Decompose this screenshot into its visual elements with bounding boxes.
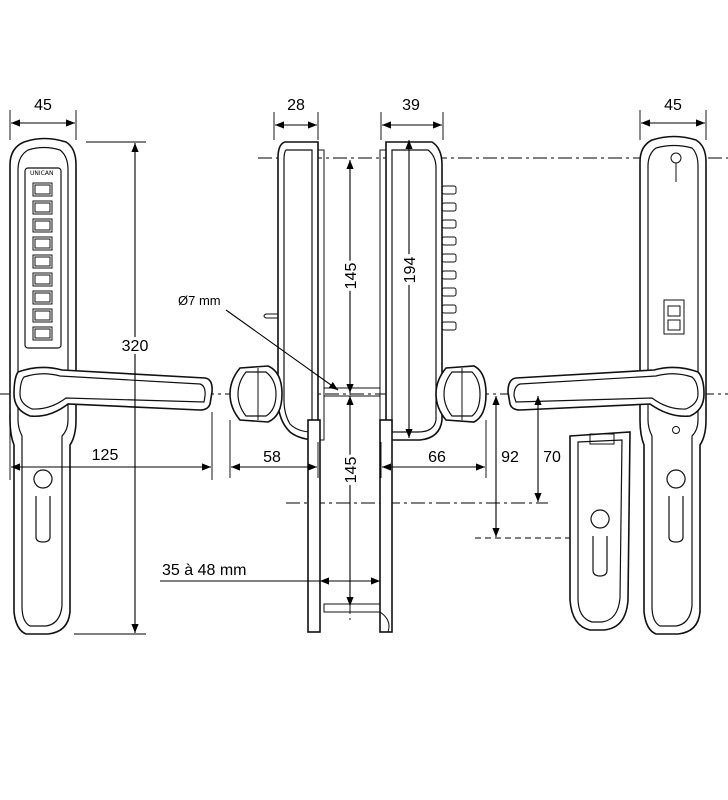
escutcheon-plate: 70	[534, 396, 631, 631]
front-view-keypad-handle: UNICAN 45 320 125	[9, 97, 213, 635]
brand-label: UNICAN	[30, 170, 53, 177]
dim-offset-92: 92	[501, 449, 519, 466]
dim-left-projection: 58	[263, 449, 281, 466]
dim-body-height: 194	[402, 257, 419, 284]
keypad-buttons	[32, 182, 53, 341]
dim-lower-spacing: 145	[343, 457, 360, 484]
dim-lever-length: 125	[92, 447, 119, 464]
back-view-handle: 45	[507, 97, 707, 635]
dim-right-projection: 66	[428, 449, 446, 466]
dim-upper-spacing: 145	[343, 263, 360, 290]
side-view: 28 39 145 194 145 Ø7 mm 58 66 92 35 à 48…	[160, 97, 519, 633]
side-buttons	[441, 185, 457, 331]
dim-side-right-width: 39	[402, 97, 420, 114]
dim-front-width: 45	[34, 97, 52, 114]
dim-back-width: 45	[664, 97, 682, 114]
dim-offset-70: 70	[543, 449, 561, 466]
dim-hole-diameter: Ø7 mm	[178, 293, 221, 308]
dim-door-thickness: 35 à 48 mm	[162, 562, 246, 579]
dim-side-left-width: 28	[287, 97, 305, 114]
dim-front-height: 320	[122, 338, 149, 355]
